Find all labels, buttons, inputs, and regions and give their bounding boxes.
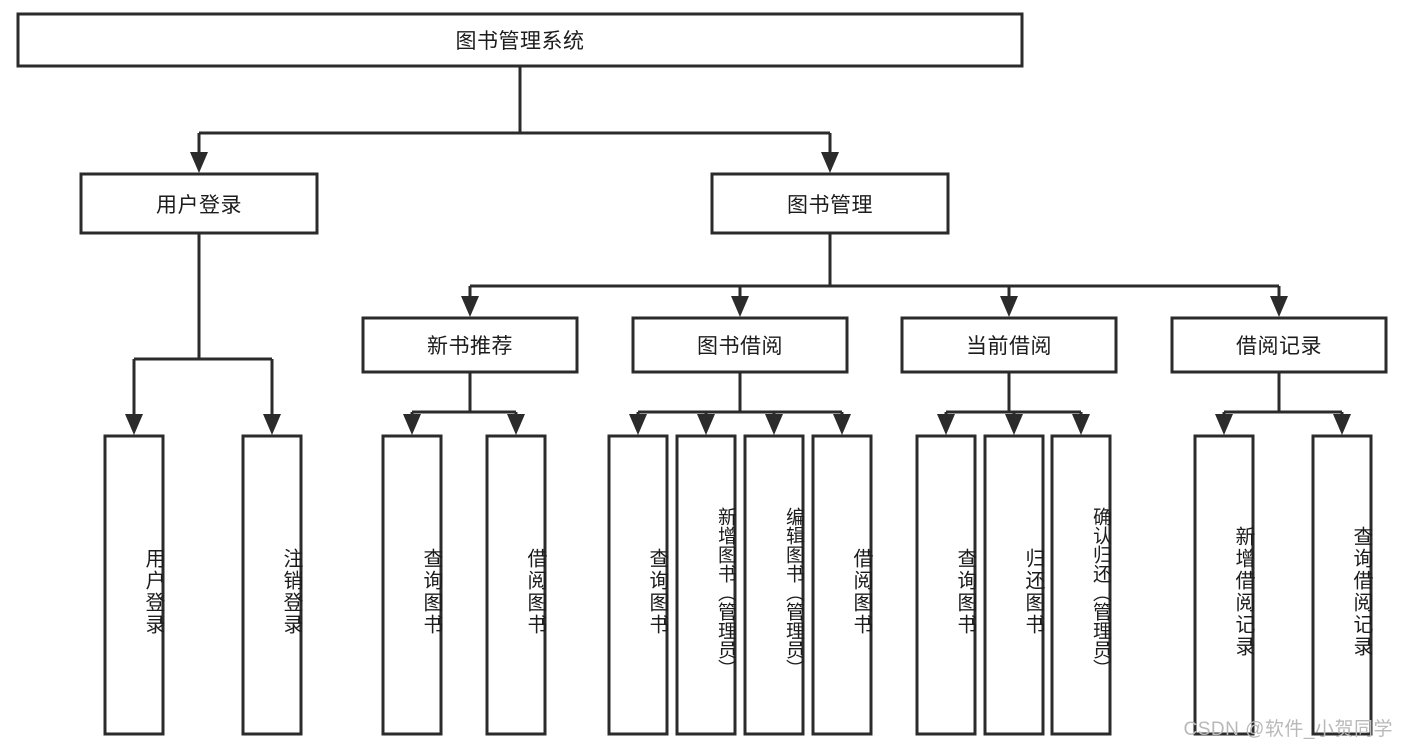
node-box-book-manage[interactable] <box>710 172 950 235</box>
connector-group-root <box>190 66 839 173</box>
node-box-leaf-return-book[interactable] <box>983 434 1045 736</box>
arrow-head-icon <box>461 296 479 317</box>
node-box-leaf-query-record[interactable] <box>1311 434 1373 736</box>
node-box-leaf-borrow-book-2[interactable] <box>811 434 873 736</box>
node-box-current-borrow[interactable] <box>900 316 1118 374</box>
connector-group-user-login <box>125 233 281 435</box>
connector-group-new-book-recommend <box>403 372 525 435</box>
node-box-leaf-query-book-2[interactable] <box>607 434 669 736</box>
connector-group-borrow-record <box>1215 372 1351 435</box>
connector-group-current-borrow <box>937 372 1090 435</box>
connector-group-book-manage <box>461 233 1288 317</box>
arrow-head-icon <box>1333 414 1351 435</box>
node-box-leaf-user-login[interactable] <box>103 434 165 736</box>
arrow-head-icon <box>1005 414 1023 435</box>
arrow-head-icon <box>1215 414 1233 435</box>
node-box-leaf-logout[interactable] <box>241 434 303 736</box>
arrow-head-icon <box>821 152 839 173</box>
arrow-head-icon <box>731 296 749 317</box>
arrow-head-icon <box>833 414 851 435</box>
arrow-head-icon <box>403 414 421 435</box>
node-box-user-login[interactable] <box>79 172 319 235</box>
node-box-leaf-query-book-1[interactable] <box>381 434 443 736</box>
connector-group-book-borrow <box>629 372 851 435</box>
node-box-leaf-confirm-return[interactable] <box>1050 434 1112 736</box>
arrow-head-icon <box>125 414 143 435</box>
arrow-head-icon <box>1270 296 1288 317</box>
node-box-leaf-borrow-book-1[interactable] <box>485 434 547 736</box>
node-box-root[interactable] <box>16 12 1024 68</box>
arrow-head-icon <box>1072 414 1090 435</box>
arrow-head-icon <box>629 414 647 435</box>
node-box-new-book-recommend[interactable] <box>361 316 579 374</box>
arrow-head-icon <box>507 414 525 435</box>
arrow-head-icon <box>697 414 715 435</box>
watermark-text: CSDN @软件_小贺同学 <box>1183 719 1393 740</box>
arrow-head-icon <box>765 414 783 435</box>
node-box-leaf-add-book[interactable] <box>675 434 737 736</box>
arrow-head-icon <box>263 414 281 435</box>
node-box-borrow-record[interactable] <box>1170 316 1388 374</box>
node-box-leaf-edit-book[interactable] <box>743 434 805 736</box>
node-box-leaf-query-book-3[interactable] <box>915 434 977 736</box>
node-box-leaf-add-record[interactable] <box>1193 434 1255 736</box>
arrow-head-icon <box>1000 296 1018 317</box>
arrow-head-icon <box>937 414 955 435</box>
node-box-book-borrow[interactable] <box>631 316 849 374</box>
arrow-head-icon <box>190 152 208 173</box>
